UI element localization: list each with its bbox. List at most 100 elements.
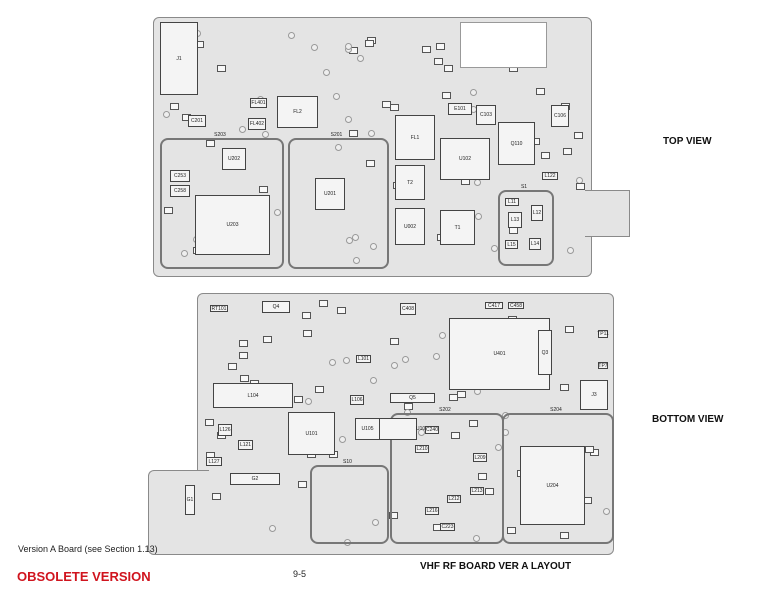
via (162, 111, 170, 119)
smd-pad (436, 43, 446, 51)
smd-pad (485, 487, 495, 495)
via (344, 115, 352, 123)
smd-pad (205, 139, 215, 147)
component-c258: C258 (170, 185, 190, 197)
via (287, 32, 295, 40)
obsolete-label: OBSOLETE VERSION (17, 569, 151, 584)
component-fl401: FL401 (250, 98, 267, 108)
component-l15: L15 (505, 240, 518, 249)
via (403, 408, 411, 416)
smd-pad (303, 329, 313, 337)
component-s10: S10 (337, 458, 358, 465)
component-l104: L104 (213, 383, 293, 408)
component-c223: C223 (440, 523, 455, 531)
component-t1: T1 (440, 210, 475, 245)
component-c106: C106 (551, 105, 569, 127)
component-s204: S204 (546, 406, 566, 413)
component-l122: L122 (542, 172, 558, 180)
via (475, 212, 483, 220)
component-l106: L106 (350, 395, 364, 405)
shield-s204 (502, 413, 614, 544)
via (181, 250, 189, 258)
smd-pad (389, 104, 399, 112)
component-l213: L213 (470, 487, 484, 495)
component-u101: U101 (288, 412, 335, 455)
smd-pad (240, 374, 250, 382)
via (390, 361, 398, 369)
component-q3: Q3 (538, 330, 552, 375)
component-c458: C458 (508, 302, 524, 309)
smd-pad (565, 325, 575, 333)
via (239, 125, 247, 133)
component-j3: J3 (580, 380, 608, 410)
component-u204: U204 (520, 446, 585, 525)
smd-pad (365, 159, 375, 167)
component-s201: S201 (326, 131, 347, 138)
component-fl402: FL402 (248, 118, 266, 130)
page-number: 9-5 (293, 569, 307, 579)
via (310, 43, 318, 51)
component-q4: Q4 (262, 301, 290, 313)
smd-pad (559, 532, 569, 540)
via (439, 332, 447, 340)
component-c417: C417 (485, 302, 503, 309)
smd-pad (584, 445, 594, 453)
component-c253: C253 (170, 170, 190, 182)
via (494, 444, 502, 452)
component-l126: L126 (218, 424, 232, 436)
bottom-view-label: BOTTOM VIEW (652, 414, 724, 425)
smd-pad (540, 151, 550, 159)
component-l127: L127 (206, 457, 222, 466)
smd-pad (318, 300, 328, 307)
component-l216: L216 (425, 507, 439, 515)
smd-pad (298, 481, 308, 489)
component-fl1: FL1 (395, 115, 435, 160)
component-u203: U203 (195, 195, 270, 255)
via (371, 519, 379, 527)
via (566, 247, 574, 255)
via (328, 359, 336, 367)
smd-pad (239, 351, 249, 359)
smd-pad (211, 492, 221, 500)
smd-pad (506, 526, 516, 534)
layout-title: VHF RF BOARD VER A LAYOUT (420, 561, 572, 572)
shield-s201 (288, 138, 389, 269)
smd-pad (469, 420, 479, 428)
via (418, 429, 426, 437)
smd-pad (205, 419, 215, 427)
component-rt101: RT101 (210, 305, 228, 312)
component-tp7: TP7 (598, 362, 608, 369)
component-t2: T2 (395, 165, 425, 200)
via (469, 89, 477, 96)
smd-pad (576, 183, 585, 191)
smd-pad (390, 338, 400, 346)
via (332, 93, 340, 101)
smd-pad (227, 362, 237, 370)
component-u102: U102 (440, 138, 490, 180)
smd-pad (315, 386, 325, 394)
via (343, 356, 350, 364)
component-e101: E101 (448, 103, 472, 115)
via (473, 535, 481, 543)
smd-pad (536, 88, 546, 96)
component-l210: L210 (415, 445, 429, 453)
component-u401: U401 (449, 318, 550, 390)
smd-pad (562, 148, 572, 156)
via (323, 69, 331, 77)
via (401, 356, 409, 364)
smd-pad (442, 92, 452, 100)
bottom-board-left (148, 470, 209, 555)
smd-pad (217, 64, 227, 72)
component-l14: L14 (529, 238, 541, 250)
component-g2: G2 (230, 473, 280, 485)
smd-pad (573, 131, 583, 139)
smd-pad (389, 512, 399, 520)
smd-pad (239, 339, 249, 347)
via (602, 507, 610, 515)
u105-window (460, 22, 547, 68)
component-tp11: TP11 (597, 330, 609, 338)
component-j1: J1 (160, 22, 198, 95)
smd-pad (450, 432, 460, 440)
component-l212: L212 (447, 495, 461, 503)
component-s1: S1 (514, 183, 534, 190)
